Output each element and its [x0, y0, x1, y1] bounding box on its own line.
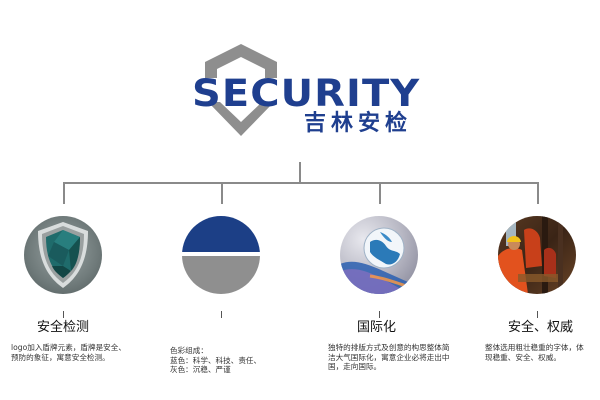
item-title: 安全、权威	[508, 320, 574, 335]
workers-photo-icon	[498, 216, 576, 294]
item-title: 安全检测	[37, 320, 90, 335]
logo-subtitle: 吉林安检	[304, 111, 413, 136]
shield-icon	[205, 44, 277, 136]
shield-emblem-icon	[24, 216, 102, 294]
description-line: 色彩组成：	[170, 346, 208, 355]
description-line: 蓝色：科学、科技、责任、	[170, 355, 262, 365]
connector-drop-2	[221, 182, 223, 204]
connector-drop-1	[63, 182, 65, 204]
item-description: 整体选用粗壮稳重的字体，体现稳重、安全、权威。	[485, 343, 584, 362]
item-title: 国际化	[357, 320, 397, 335]
description-line: 灰色：沉稳、严谨	[170, 365, 231, 375]
connector-horizontal	[63, 182, 539, 184]
connector-drop-3	[379, 182, 381, 204]
item-description: 色彩组成： 蓝色：科学、科技、责任、 灰色：沉稳、严谨	[170, 346, 290, 375]
item-tick	[379, 311, 380, 318]
item-tick	[63, 311, 64, 318]
item-tick	[221, 311, 222, 318]
color-split-icon	[182, 216, 260, 294]
item-description: logo加入盾牌元素，盾牌是安全、预防的象征，寓意安全检测。	[11, 343, 126, 362]
item-tick	[537, 311, 538, 318]
globe-icon	[340, 216, 418, 294]
logo-wordmark: SECURITY	[192, 72, 421, 115]
connector-trunk	[299, 162, 301, 183]
item-description: 独特的排版方式及创意的构思整体简洁大气国际化，寓意企业必将走出中国，走向国际。	[328, 343, 450, 372]
connector-drop-4	[537, 182, 539, 204]
